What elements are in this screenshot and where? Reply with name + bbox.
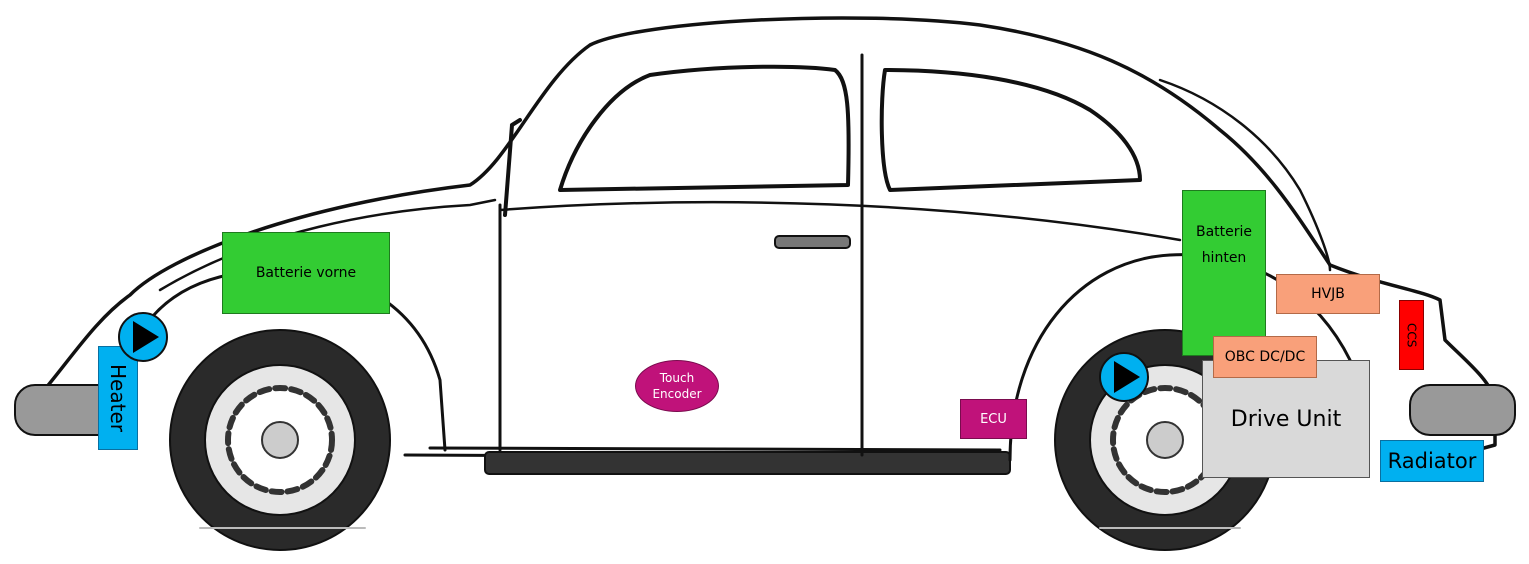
rear-bumper	[1410, 385, 1515, 435]
touch-encoder-label: Touch Encoder	[647, 370, 707, 402]
belt-line	[500, 202, 1180, 240]
radiator-box: Radiator	[1380, 440, 1484, 482]
ccs-label: CCS	[1405, 323, 1419, 347]
heater-label: Heater	[106, 364, 130, 432]
batterie-hinten-box: Batterie hinten	[1182, 190, 1266, 356]
mirror	[505, 120, 520, 215]
obc-dcdc-box: OBC DC/DC	[1213, 336, 1317, 378]
batterie-hinten-label: Batterie hinten	[1194, 219, 1254, 271]
rear-window	[882, 70, 1140, 190]
pump-icon	[1098, 351, 1150, 403]
obc-dcdc-label: OBC DC/DC	[1225, 349, 1305, 365]
hvjb-box: HVJB	[1276, 274, 1380, 314]
hvjb-label: HVJB	[1311, 286, 1345, 302]
ecu-label: ECU	[980, 412, 1007, 427]
ccs-box: CCS	[1399, 300, 1424, 370]
batterie-vorne-label: Batterie vorne	[256, 265, 356, 281]
pump-icon	[117, 311, 169, 363]
running-board	[485, 452, 1010, 474]
door-handle	[775, 236, 850, 248]
touch-encoder-ellipse: Touch Encoder	[635, 360, 719, 412]
drive-unit-label: Drive Unit	[1231, 407, 1341, 432]
front-wheel	[170, 330, 390, 550]
radiator-label: Radiator	[1388, 449, 1477, 473]
batterie-vorne-box: Batterie vorne	[222, 232, 390, 314]
ecu-box: ECU	[960, 399, 1027, 439]
front-window	[560, 67, 849, 190]
